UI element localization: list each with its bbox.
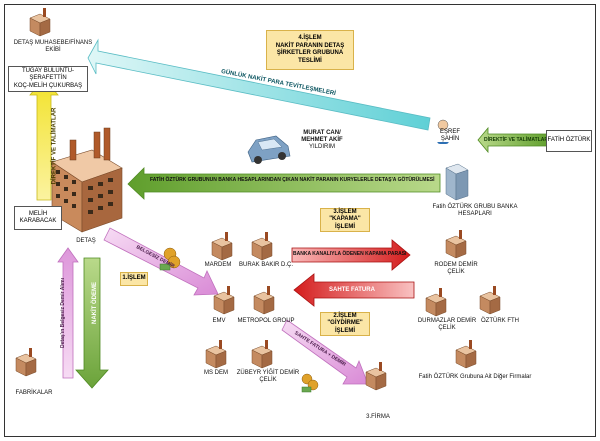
factory-icon [365,362,387,391]
company-msdem: MS DEM [204,370,228,376]
melih-line2: KARABACAK [19,218,57,224]
couriers-line3: YILDIRIM [308,143,335,150]
step2-box: 2.İŞLEM "GİYDİRME" İŞLEMİ [320,312,370,336]
factory-icon [29,8,51,37]
esref-box: EŞREF ŞAHİN [432,129,468,142]
company-ozturk-fth: ÖZTÜRK FTH [481,318,519,324]
factory-icon [15,348,37,377]
finance-team-names-2: KOÇ-MELİH ÇUKURBAŞ [13,82,83,89]
finance-team-box: TUGAY BULUNTU-ŞERAFETTİN KOÇ-MELİH ÇUKUR… [8,66,88,92]
diagram-frame [4,4,596,437]
couriers-label: MURAT CAN/ MEHMET AKİF YILDIRIM [292,130,352,151]
fake-invoice-arrow [293,273,415,307]
fake-invoice-iron-arrow [281,319,369,385]
company-mardem: MARDEM [204,262,232,268]
step4-box: 4.İŞLEM NAKİT PARANIN DETAŞ ŞİRKETLER GR… [266,30,354,70]
factory-icon [479,286,501,315]
couriers-line1: MURAT CAN/ [303,130,341,136]
step1-box: 1.İŞLEM [120,272,148,286]
fatih-ozturk-box: FATİH ÖZTÜRK [546,130,592,152]
company-zubeyr: ZÜBEYR YİĞİT DEMİR ÇELİK [236,370,300,383]
company-metropol: METROPOL GROUP [237,318,295,324]
melih-line1: MELİH [28,210,48,217]
cash-payment-arrow-label: NAKİT ÖDEME [92,282,98,324]
bank-closing-arrow [291,239,411,271]
step2-title: 2.İŞLEM [333,312,357,319]
company-3firma: 3.FİRMA [366,414,390,420]
undocumented-iron-arrow [103,227,219,296]
money-bag-icon [159,247,181,271]
cash-courier-arrow-label: FATİH ÖZTÜRK GRUBUNUN BANKA HESAPLARINDA… [150,177,435,183]
factory-icon [213,286,235,315]
courier-car-icon [247,135,291,164]
factory-icon [455,340,477,369]
factory-icon [445,230,467,259]
factory-icon [253,286,275,315]
company-rodem: RODEM DEMİR ÇELİK [434,262,478,275]
factory-iron-arrow-label: Detaş'ın Belgesiz Demir Alımı [59,278,66,348]
step3-title: 3.İŞLEM [333,208,357,215]
company-burak: BURAK BAKIR D.Ç. [238,262,293,268]
factory-icon [211,232,233,261]
couriers-line2: MEHMET AKİF [301,136,343,143]
melih-box: MELİH KARABACAK [14,206,62,230]
bank-accounts-label: Fatih ÖZTÜRK GRUBU BANKA HESAPLARI [432,204,518,217]
factory-icon [205,340,227,369]
step4-title: 4.İŞLEM [298,35,322,41]
fake-invoice-arrow-label: SAHTE FATURA [329,287,375,293]
factory-iron-arrow [57,247,79,379]
factory-icon [251,232,273,261]
step3-subtitle: "KAPAMA" İŞLEMİ [329,216,361,230]
factories-label: FABRİKALAR [15,390,53,396]
factory-icon [251,340,273,369]
step3-box: 3.İŞLEM "KAPAMA" İŞLEMİ [320,208,370,232]
small-factory-icons [15,8,501,391]
daily-cash-arrow [87,38,431,131]
detas-label: DETAŞ [76,238,96,244]
step2-subtitle: "GİYDİRME" İŞLEMİ [327,320,363,334]
step4-line3: ŞİRKETLER GRUBUNA TESLİMİ [276,50,344,64]
bank-building-icon [445,163,469,201]
step4-line2: NAKİT PARANIN DETAŞ [275,42,345,49]
finance-team-names-1: TUGAY BULUNTU-ŞERAFETTİN [21,68,75,82]
cash-courier-arrow [127,167,441,200]
cash-payment-arrow [75,257,109,389]
company-others: Fatih ÖZTÜRK Grubuna Ait Diğer Firmalar [418,374,532,380]
factory-icon [425,288,447,317]
directive-arrow-right-label: DİREKTİF VE TALİMATLAR [484,137,548,143]
bank-closing-arrow-label: BANKA KANALIYLA ÖDENEN KAPAMA PARASI [293,251,407,257]
money-bag-icon [301,373,319,393]
company-emv: EMV [212,318,226,324]
company-durmazlar: DURMAZLAR DEMİR ÇELİK [417,318,477,331]
directive-arrow-up-label: DİREKTİF VE TALİMATLAR [51,107,58,185]
directive-arrow-right [477,126,551,154]
detas-factory-icon [51,127,123,233]
finance-team-label: DETAŞ MUHASEBE/FİNANS EKİBİ [13,40,93,53]
